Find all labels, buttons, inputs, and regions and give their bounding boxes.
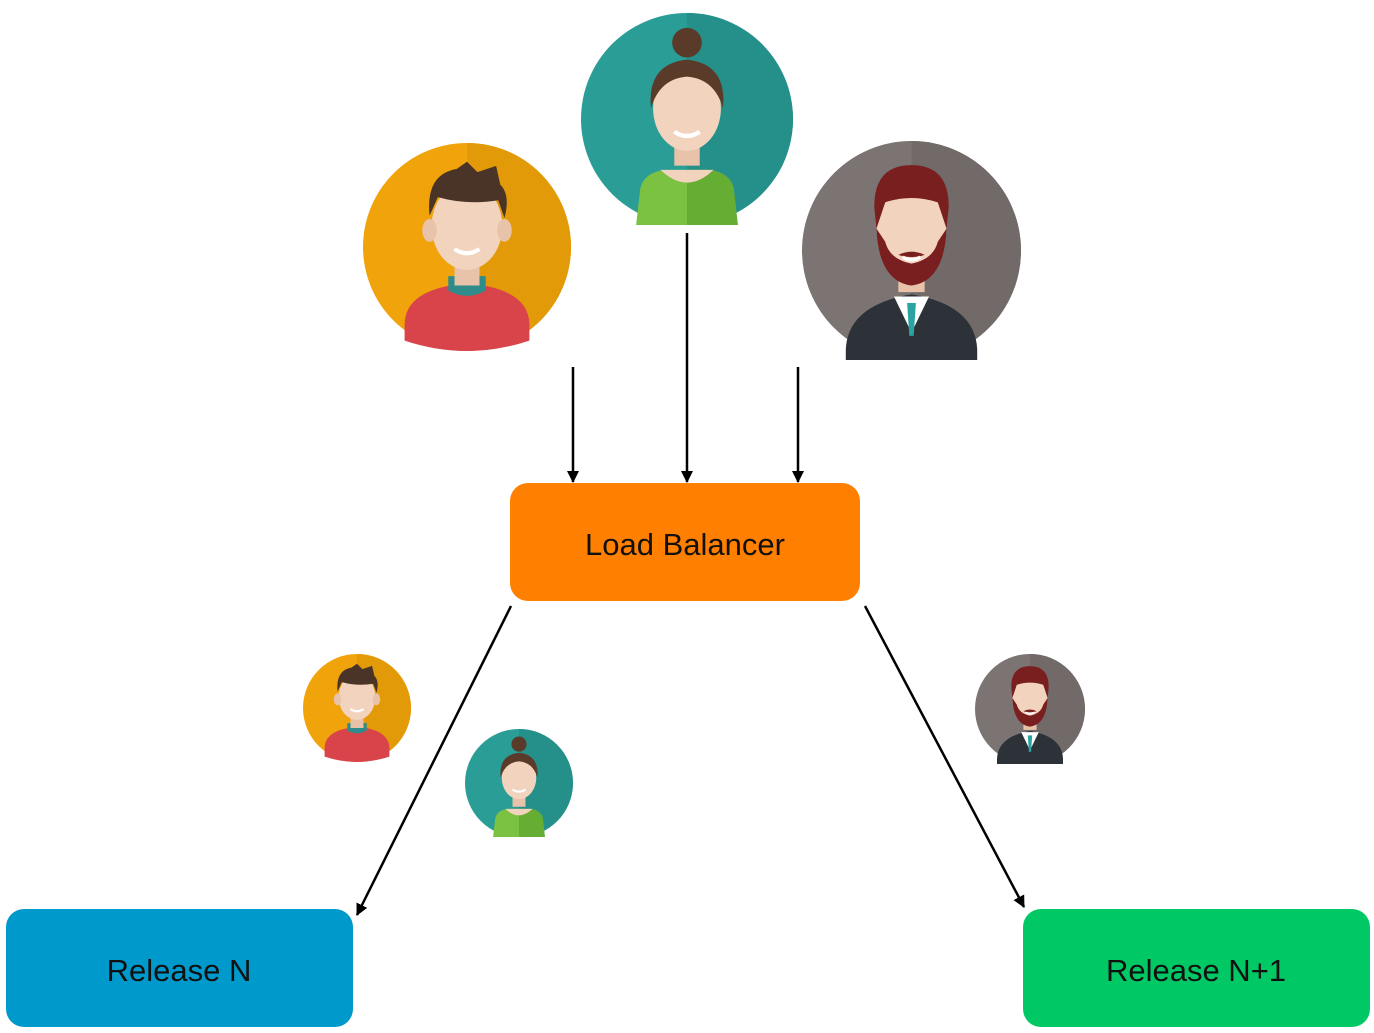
user-avatar-icon [363, 143, 571, 351]
release-n1-node: Release N+1 [1023, 909, 1370, 1027]
user-avatar-young-man [363, 143, 571, 351]
release-n-box [6, 909, 353, 1027]
user-avatar-icon [975, 654, 1085, 764]
release-n1-box [1023, 909, 1370, 1027]
arrow-to-release-n [355, 605, 513, 916]
load-balancer-node: Load Balancer [510, 483, 860, 601]
load-balancer-box [510, 483, 860, 601]
release-n1-label: Release N+1 [1106, 953, 1286, 988]
release-n-node: Release N [6, 909, 353, 1027]
user-avatar-woman [581, 13, 793, 225]
load-balancer-label: Load Balancer [585, 527, 785, 562]
user-avatar-icon [581, 13, 793, 225]
user-avatar-bearded-man [802, 141, 1021, 360]
release-n-label: Release N [107, 953, 252, 988]
user-avatar-icon [303, 654, 411, 762]
arrow-to-release-n1 [863, 605, 1026, 908]
user-avatar-icon [802, 141, 1021, 360]
user-avatar-icon [465, 729, 573, 837]
